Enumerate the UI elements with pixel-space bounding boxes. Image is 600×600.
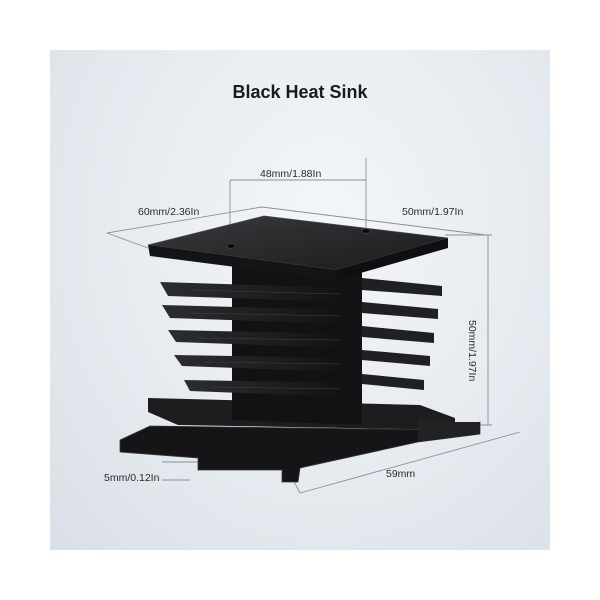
height-label: 50mm/1.97In [466, 320, 478, 382]
base-width-label: 59mm [386, 468, 416, 480]
width-label: 50mm/1.97In [402, 206, 464, 218]
heat-sink-illustration [106, 158, 521, 494]
mounting-hole-right [361, 228, 371, 234]
slot-width-label: 5mm/0.12In [104, 472, 160, 484]
depth-label: 60mm/2.36In [138, 206, 200, 218]
top-plate [147, 215, 449, 280]
fins [160, 278, 442, 397]
hole-diameter-label: 3mm/0.12In [256, 226, 312, 238]
product-image-frame: Black Heat Sink [50, 50, 550, 550]
mounting-hole-left [226, 243, 236, 249]
product-title: Black Heat Sink [232, 82, 368, 102]
hole-spacing-label: 48mm/1.88In [260, 168, 322, 180]
